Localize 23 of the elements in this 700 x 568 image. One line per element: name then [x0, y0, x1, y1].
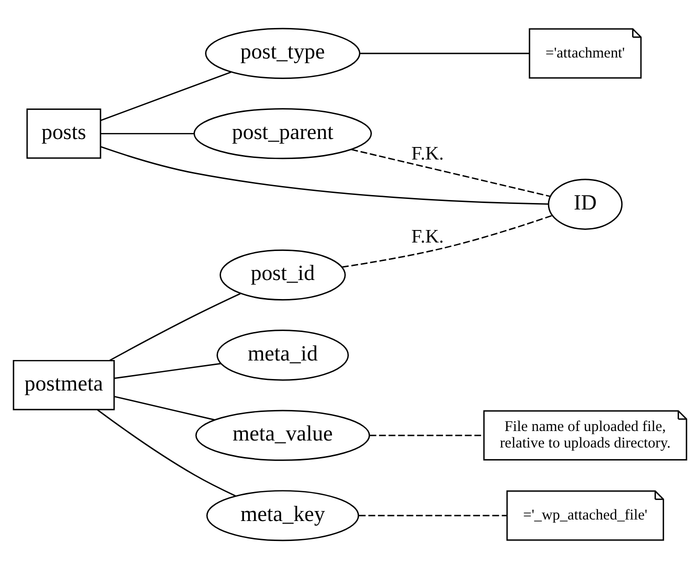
connector: [358, 514, 507, 516]
connector: [97, 408, 236, 496]
connector: [360, 52, 530, 54]
node-ellipse: post_parent: [194, 108, 372, 159]
connector: [370, 434, 484, 436]
node-ellipse: ID: [548, 178, 623, 230]
node-ellipse: meta_id: [216, 329, 349, 380]
node-box: posts: [26, 108, 102, 158]
connector: [100, 146, 548, 204]
connector: [114, 362, 222, 378]
connector: [342, 214, 552, 268]
connector: [109, 292, 241, 361]
node-ellipse: meta_key: [206, 490, 360, 541]
connector: [100, 70, 232, 121]
node-ellipse: post_id: [220, 248, 346, 300]
connector: [114, 395, 215, 420]
node-ellipse: meta_value: [195, 409, 370, 460]
node-box: postmeta: [12, 359, 115, 410]
edge-label: F.K.: [411, 226, 444, 248]
connector: [100, 132, 194, 134]
edge-label: F.K.: [411, 143, 444, 164]
node-ellipse: post_type: [205, 27, 360, 78]
connector: [351, 148, 550, 197]
